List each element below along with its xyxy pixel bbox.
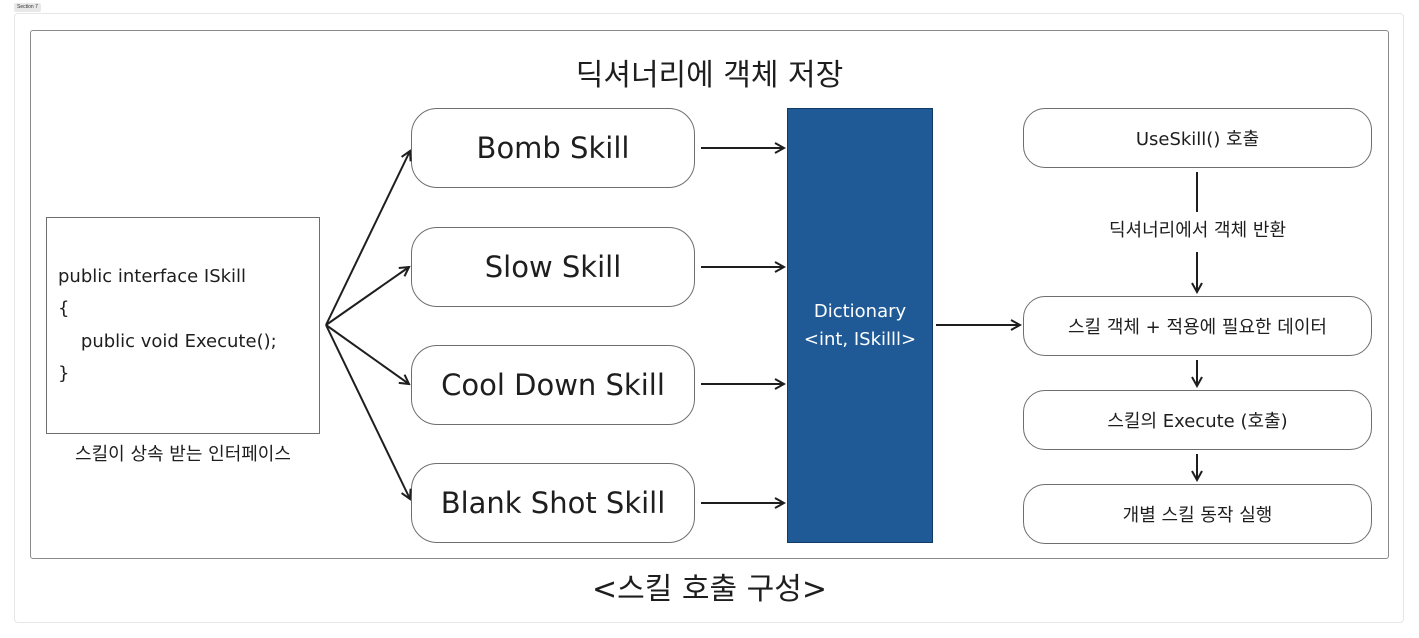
diagram-caption: <스킬 호출 구성> bbox=[592, 572, 827, 607]
arrow-interface-to-bomb bbox=[325, 151, 410, 326]
flow-step-use-skill: UseSkill() 호출 bbox=[1023, 108, 1372, 168]
skill-node-bomb: Bomb Skill bbox=[411, 108, 695, 188]
flow-note-return-object: 딕셔너리에서 객체 반환 bbox=[1023, 218, 1372, 244]
dictionary-node: Dictionary <int, ISkilll> bbox=[787, 108, 933, 543]
dictionary-label: Dictionary bbox=[813, 300, 907, 322]
code-line: } bbox=[58, 363, 70, 384]
skill-node-blank-shot: Blank Shot Skill bbox=[411, 463, 695, 543]
skill-node-cool-down: Cool Down Skill bbox=[411, 345, 695, 425]
arrow-interface-to-slow bbox=[325, 267, 409, 326]
arrow-interface-to-blankshot bbox=[325, 324, 410, 499]
code-line: { bbox=[58, 298, 70, 319]
section-frame bbox=[14, 13, 1404, 623]
interface-label: 스킬이 상속 받는 인터페이스 bbox=[75, 444, 291, 465]
diagram-title: 딕셔너리에 객체 저장 bbox=[575, 58, 844, 93]
dictionary-type-label: <int, ISkilll> bbox=[803, 328, 917, 350]
flow-step-skill-object: 스킬 객체 + 적용에 필요한 데이터 bbox=[1023, 296, 1372, 356]
code-line: public void Execute(); bbox=[58, 331, 277, 352]
skill-node-slow: Slow Skill bbox=[411, 227, 695, 307]
interface-code-box bbox=[46, 217, 320, 434]
flow-step-run-skill: 개별 스킬 동작 실행 bbox=[1023, 484, 1372, 544]
flow-step-execute: 스킬의 Execute (호출) bbox=[1023, 390, 1372, 450]
arrow-interface-to-cooldown bbox=[325, 324, 409, 384]
code-line: public interface ISkill bbox=[58, 266, 247, 287]
section-tag: Section 7 bbox=[14, 3, 41, 12]
